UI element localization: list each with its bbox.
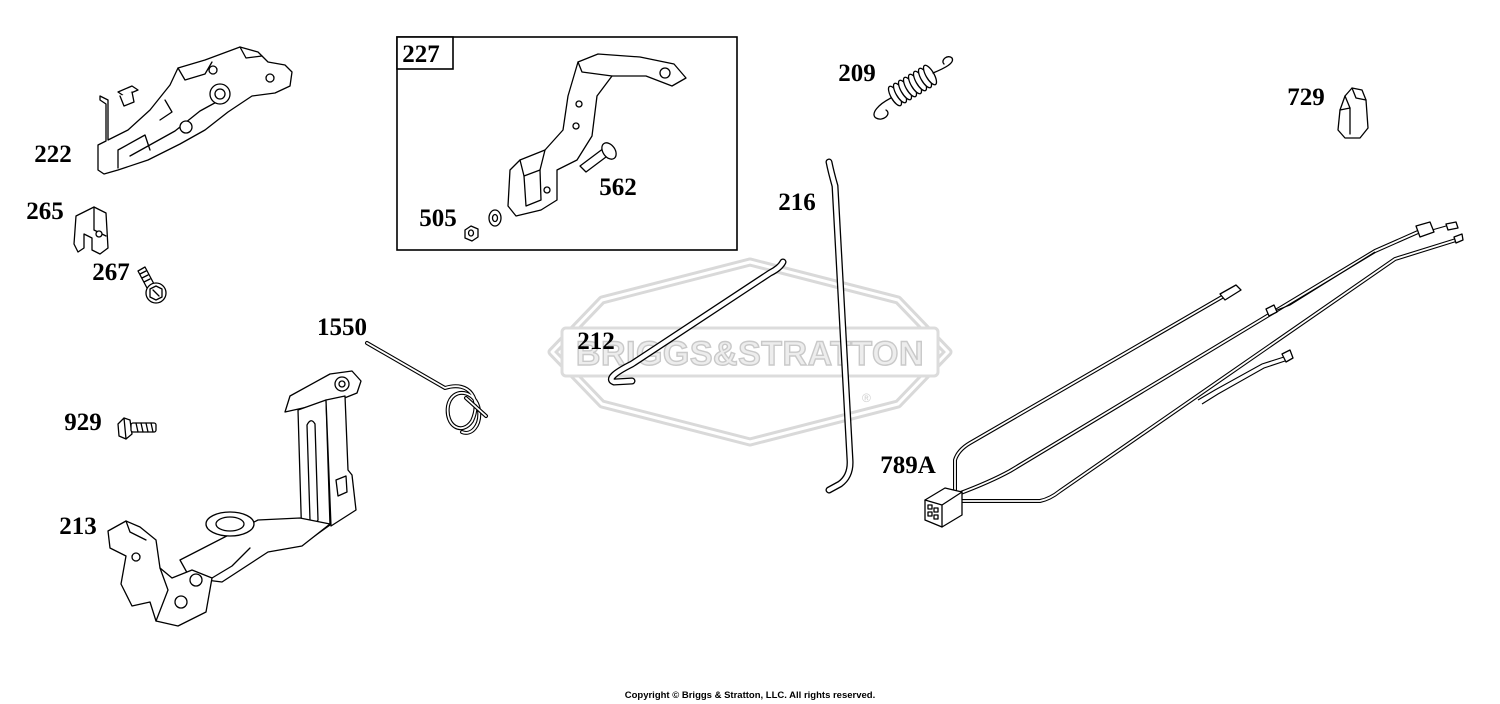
part-227-drawing (507, 53, 687, 217)
callout-227: 227 (402, 41, 440, 68)
part-212-drawing (607, 258, 787, 386)
callout-505: 505 (419, 205, 457, 232)
part-1550-drawing (365, 341, 488, 435)
callout-216: 216 (778, 189, 816, 216)
callout-929: 929 (64, 409, 102, 436)
callout-209: 209 (838, 60, 876, 87)
part-505-drawing (464, 209, 502, 242)
callout-729: 729 (1287, 84, 1325, 111)
callout-222: 222 (34, 141, 72, 168)
part-929-drawing (117, 417, 157, 440)
callout-789A: 789A (880, 452, 936, 479)
part-267-drawing (137, 266, 167, 304)
part-216-drawing (825, 158, 854, 494)
callout-212: 212 (577, 328, 615, 355)
callout-labels: 222 265 267 929 213 1550 227 505 562 209… (26, 41, 1325, 540)
part-209-drawing (873, 56, 954, 120)
part-789A-drawing (924, 221, 1464, 528)
inset-227-frame (396, 36, 738, 251)
copyright-notice: Copyright © Briggs & Stratton, LLC. All … (625, 690, 876, 701)
part-222-drawing (97, 46, 293, 175)
watermark-registered-mark: ® (862, 391, 871, 405)
part-213-drawing (107, 370, 362, 627)
callout-265: 265 (26, 198, 64, 225)
callout-267: 267 (92, 259, 130, 286)
callout-1550: 1550 (317, 314, 367, 341)
part-265-drawing (73, 206, 109, 255)
part-562-drawing (579, 142, 617, 173)
callout-562: 562 (599, 174, 637, 201)
callout-213: 213 (59, 513, 97, 540)
part-729-drawing (1337, 87, 1369, 139)
brand-watermark: BRIGGS&STRATTON ® (547, 257, 953, 447)
